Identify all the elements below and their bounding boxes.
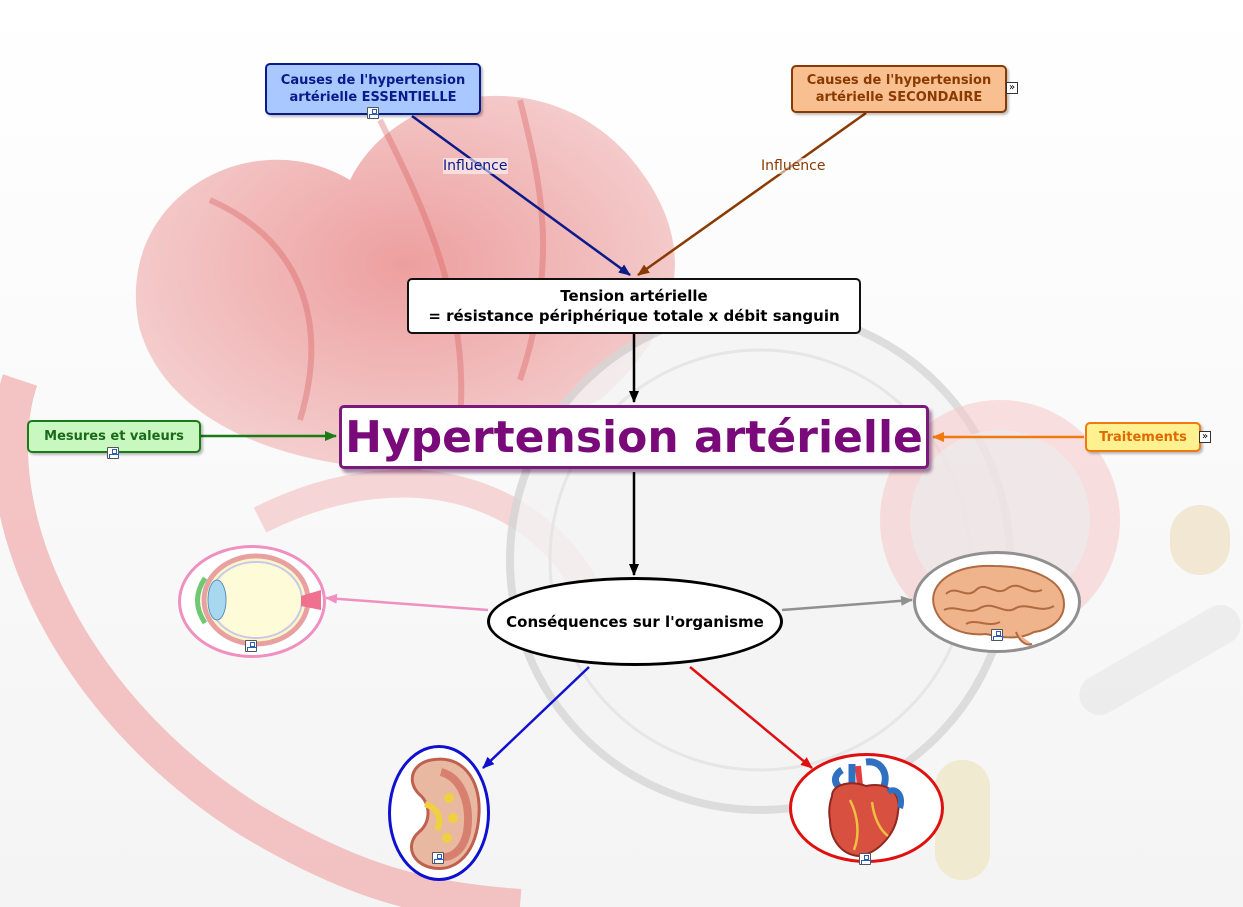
traitements-label: Traitements <box>1099 429 1187 445</box>
causes-essentielle-line2: artérielle ESSENTIELLE <box>289 90 457 105</box>
edge-consequences-to-eye <box>325 593 489 612</box>
node-consequences[interactable]: Conséquences sur l'organisme <box>487 577 783 666</box>
heart-icon <box>828 758 904 858</box>
edge-consequences-to-kidney <box>482 666 590 769</box>
node-tension-arterielle[interactable]: Tension artérielle = résistance périphér… <box>407 278 861 334</box>
submap-icon[interactable] <box>107 447 119 459</box>
relation-label-secondaire: Influence <box>761 158 826 174</box>
submap-icon[interactable] <box>432 852 444 864</box>
expand-icon[interactable]: » <box>1199 431 1211 443</box>
submap-icon[interactable] <box>245 640 257 652</box>
edge-secondaire-to-tension <box>637 111 867 277</box>
heart-image[interactable] <box>789 753 944 863</box>
brain-icon <box>932 564 1066 646</box>
causes-essentielle-line1: Causes de l'hypertension <box>280 73 466 88</box>
submap-icon[interactable] <box>367 107 379 119</box>
edge-consequences-to-brain <box>781 595 913 612</box>
central-topic[interactable]: Hypertension artérielle <box>339 405 929 469</box>
causes-secondaire-line1: Causes de l'hypertension <box>806 73 992 88</box>
kidney-icon <box>409 757 481 870</box>
eye-icon <box>195 553 321 647</box>
central-title: Hypertension artérielle <box>345 411 923 463</box>
edge-essentielle-to-tension <box>411 114 631 277</box>
tension-line1: Tension artérielle <box>560 287 708 305</box>
kidney-image[interactable] <box>388 745 490 881</box>
node-causes-essentielle[interactable]: Causes de l'hypertension artérielle ESSE… <box>265 63 481 115</box>
eye-image[interactable] <box>178 545 326 658</box>
consequences-label: Conséquences sur l'organisme <box>506 612 764 631</box>
edge-consequences-to-heart <box>689 666 813 769</box>
relation-label-essentielle: Influence <box>443 158 508 174</box>
node-causes-secondaire[interactable]: Causes de l'hypertension artérielle SECO… <box>791 65 1007 113</box>
causes-secondaire-line2: artérielle SECONDAIRE <box>815 90 983 105</box>
node-traitements[interactable]: Traitements <box>1085 422 1201 452</box>
tension-line2: = résistance périphérique totale x débit… <box>428 307 840 325</box>
expand-icon[interactable]: » <box>1006 82 1018 94</box>
submap-icon[interactable] <box>859 853 871 865</box>
submap-icon[interactable] <box>991 629 1003 641</box>
mesures-label: Mesures et valeurs <box>44 429 184 444</box>
